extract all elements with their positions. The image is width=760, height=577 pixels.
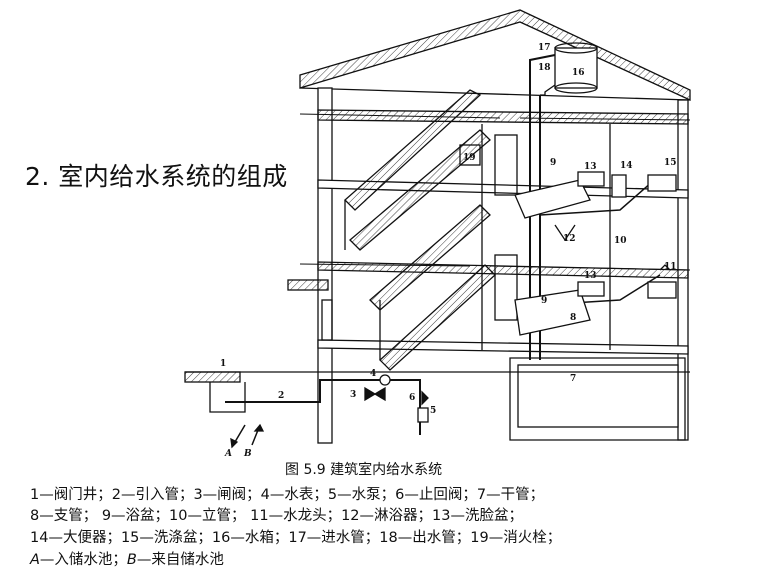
- sink-lower: [647, 281, 677, 299]
- legend-line-4: A—入储水池；B—来自储水池: [30, 548, 224, 569]
- callout-16: 16: [572, 68, 585, 78]
- inlet-pipe: [529, 54, 556, 360]
- washbasin-upper: [577, 171, 605, 187]
- gate-valve: [364, 386, 386, 402]
- service-pipe: [225, 379, 421, 435]
- callout-14: 14: [620, 161, 633, 171]
- legend-key-a: A: [30, 552, 40, 568]
- water-pump: [417, 407, 429, 423]
- callout-12: 12: [563, 234, 576, 244]
- callout-13: 13: [584, 162, 597, 172]
- staircase: [344, 89, 496, 371]
- slide-title: 2. 室内给水系统的组成: [25, 162, 288, 191]
- shower: [554, 224, 576, 242]
- window-left: [321, 299, 333, 341]
- break-line-upper: [299, 113, 691, 121]
- callout-8: 8: [570, 313, 576, 323]
- callout-17: 17: [538, 43, 551, 53]
- floor-slab-lower: [317, 339, 689, 355]
- callout-9: 9: [550, 158, 556, 168]
- roof: [299, 9, 691, 102]
- water-meter: [379, 374, 391, 386]
- toilet-tank: [611, 174, 627, 198]
- faucet: [659, 264, 671, 271]
- callout-15: 15: [664, 158, 677, 168]
- figure-caption: 图 5.9 建筑室内给水系统: [285, 462, 443, 478]
- break-line-lower: [299, 263, 691, 271]
- basement-wall: [509, 357, 686, 441]
- legend-line-2: 8—支管； 9—浴盆；10—立管； 11—水龙头；12—淋浴器；13—洗脸盆；: [30, 508, 523, 524]
- building-water-supply-drawing: 1 2 3 4 5 6 7 8 9 10 11 12 13 14 15 16 1…: [184, 9, 691, 459]
- outlet-pipe: [540, 84, 556, 96]
- floor-slab-top: [317, 109, 689, 125]
- callout-11: 11: [664, 262, 677, 272]
- callout-3: 3: [350, 390, 356, 400]
- callout-6: 6: [409, 393, 415, 403]
- bathtub-lower: [514, 289, 591, 336]
- callout-1: 1: [220, 359, 226, 369]
- callout-18: 18: [538, 63, 551, 73]
- callout-9b: 9: [541, 296, 547, 306]
- door-upper: [494, 134, 518, 196]
- legend-key-b: B: [126, 552, 137, 568]
- bathtub-upper: [514, 179, 591, 219]
- water-tank: [554, 42, 598, 94]
- legend-line-3: 14—大便器；15—洗涤盆；16—水箱；17—进水管；18—出水管；19—消火栓…: [30, 530, 562, 546]
- door-lower: [494, 254, 518, 321]
- callout-7: 7: [570, 374, 576, 384]
- fire-hydrant-box: [459, 144, 481, 166]
- valve-well: [184, 371, 246, 413]
- legend-text-b: —来自储水池: [136, 552, 224, 568]
- legend-line-1: 1—阀门井；2—引入管；3—闸阀；4—水表；5—水泵；6—止回阀；7—干管；: [30, 487, 545, 503]
- callout-A: A: [224, 449, 232, 459]
- callout-19: 19: [463, 153, 476, 163]
- callout-10: 10: [614, 236, 627, 246]
- branch-pipe-upper: [539, 174, 661, 216]
- callout-13b: 13: [584, 271, 597, 281]
- sink-upper: [647, 174, 677, 192]
- balcony-slab: [287, 279, 329, 291]
- legend-text-a: —入储水池；: [39, 552, 127, 568]
- check-valve: [421, 390, 429, 406]
- callout-B: B: [243, 449, 252, 459]
- callout-2: 2: [278, 391, 284, 401]
- basement-pool: [517, 364, 679, 428]
- callout-4: 4: [370, 369, 376, 379]
- washbasin-lower: [577, 281, 605, 297]
- callout-5: 5: [430, 406, 436, 416]
